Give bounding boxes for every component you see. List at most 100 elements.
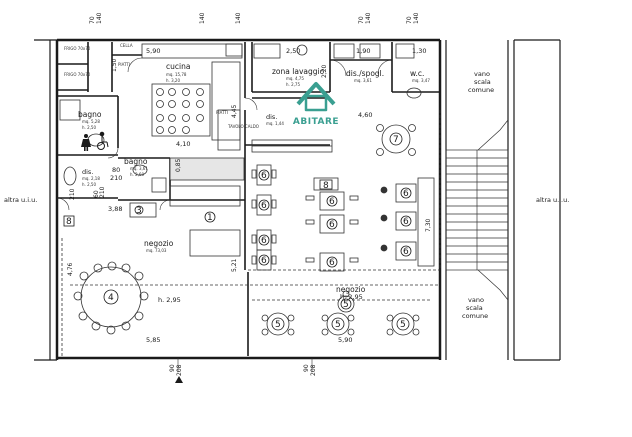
zona-lavaggio-height: h. 2,75 bbox=[286, 82, 300, 87]
room-labels: FRIGO 70x70 FRIGO 70x70 CELLA PIATTI cuc… bbox=[4, 43, 569, 320]
house-logo-icon bbox=[296, 82, 336, 112]
dim-590b: 5,90 bbox=[338, 336, 352, 344]
burner-grid bbox=[156, 88, 204, 134]
table-5a bbox=[266, 312, 290, 336]
cucina-height: h. 3,20 bbox=[166, 78, 180, 83]
fridge-label-2: FRIGO 70x70 bbox=[64, 72, 91, 77]
woman-icon bbox=[81, 134, 91, 151]
dimensions: 70 140 140 140 70 140 70 140 5,90 2,50 1… bbox=[67, 12, 432, 376]
dim-bot-208b: 208 bbox=[310, 364, 317, 376]
chairs-6 bbox=[251, 169, 359, 265]
cucina-area: mq. 15,78 bbox=[166, 72, 187, 77]
table-5d bbox=[391, 312, 415, 336]
table-7 bbox=[381, 124, 411, 154]
dim-top-70a: 70 bbox=[89, 16, 96, 24]
dim-388: 3,88 bbox=[108, 205, 122, 213]
table-6i bbox=[395, 211, 417, 231]
marker-5a: 5 bbox=[275, 320, 281, 330]
watermark-text: ABITARE bbox=[293, 117, 339, 127]
dim-220: 2,20 bbox=[321, 64, 328, 78]
marker-6c: 6 bbox=[261, 236, 267, 246]
door-swings bbox=[56, 57, 393, 211]
dim-210c: 210 bbox=[99, 186, 106, 198]
zona-lavaggio-area: mq. 4,75 bbox=[286, 76, 304, 81]
dim-585: 5,85 bbox=[146, 336, 160, 344]
marker-6e: 6 bbox=[329, 197, 335, 207]
person-icons bbox=[81, 131, 109, 151]
marker-6b: 6 bbox=[261, 201, 267, 211]
table-5b bbox=[326, 312, 350, 336]
marker-5b: 5 bbox=[335, 320, 341, 330]
stairs bbox=[445, 119, 509, 301]
table-6b bbox=[256, 194, 272, 216]
negozio-right-name: negozio bbox=[336, 285, 366, 294]
dim-521: 5,21 bbox=[231, 258, 238, 272]
shop-counters bbox=[169, 139, 333, 257]
marker-6d: 6 bbox=[261, 256, 267, 266]
dim-210b: 210 bbox=[69, 188, 76, 200]
plate-label-1: PIATTI bbox=[118, 62, 130, 67]
marker-3: 3 bbox=[136, 206, 142, 216]
plate-label-2: PIATTI bbox=[216, 110, 228, 115]
dim-top-140a: 140 bbox=[96, 12, 103, 24]
dim-80: 80 bbox=[112, 166, 120, 174]
vano-right-2: scala bbox=[466, 304, 483, 312]
dim-590a: 5,90 bbox=[146, 47, 160, 55]
marker-5d: 5 bbox=[400, 320, 406, 330]
marker-8b: 8 bbox=[66, 217, 72, 227]
dim-210a: 210 bbox=[110, 174, 122, 182]
dim-460: 4,60 bbox=[358, 111, 372, 119]
entrance-arrow-icon bbox=[175, 376, 183, 383]
dis-small-name: dis. bbox=[266, 113, 277, 121]
dim-190: 1,90 bbox=[356, 47, 370, 55]
altra-uiu-right: altra u.i.u. bbox=[536, 196, 569, 204]
table-6a bbox=[256, 164, 272, 186]
dis-spogl-area: mq. 3,61 bbox=[354, 78, 372, 83]
vano-right-3: comune bbox=[462, 312, 488, 320]
marker-numbers: 1 4 5 5 5 5 6 6 6 6 6 6 6 6 6 6 7 8 8 3 bbox=[66, 135, 409, 330]
table-6g bbox=[319, 252, 345, 272]
marker-7: 7 bbox=[393, 135, 399, 145]
vano-left-3: comune bbox=[468, 86, 494, 94]
cucina-name: cucina bbox=[166, 62, 190, 71]
dim-top-70c: 70 bbox=[406, 16, 413, 24]
dim-130: 1,30 bbox=[412, 47, 426, 55]
fridge-label-1: FRIGO 70x70 bbox=[64, 46, 91, 51]
wheelchair-icon bbox=[97, 131, 109, 150]
negozio-left-name: negozio bbox=[144, 239, 174, 248]
table-6f bbox=[319, 214, 345, 234]
marker-6i: 6 bbox=[403, 217, 409, 227]
marker-6j: 6 bbox=[403, 247, 409, 257]
bagno2-area: mq. 3,61 bbox=[130, 166, 148, 171]
dim-bot-90a: 90 bbox=[169, 364, 176, 372]
bagno1-name: bagno bbox=[78, 110, 102, 119]
wc-name: w.c. bbox=[410, 69, 424, 78]
dim-250: 2,50 bbox=[286, 47, 300, 55]
tavolo-label: TAVOLO CALDO bbox=[227, 124, 259, 129]
dim-bot-208a: 208 bbox=[176, 364, 183, 376]
vano-left-2: scala bbox=[474, 78, 491, 86]
markers bbox=[63, 132, 412, 331]
wc-area: mq. 3,47 bbox=[412, 78, 430, 83]
dim-445: 4,45 bbox=[231, 104, 238, 118]
watermark: ABITARE bbox=[293, 82, 339, 127]
altra-uiu-left: altra u.i.u. bbox=[4, 196, 37, 204]
dis-spogl-name: dis./spogl. bbox=[346, 69, 384, 78]
table-6h bbox=[395, 183, 417, 203]
marker-6g: 6 bbox=[329, 258, 335, 268]
negozio-left-area: mq. 73,03 bbox=[146, 248, 167, 253]
dim-085: 0,85 bbox=[175, 158, 182, 172]
marker-1: 1 bbox=[207, 213, 213, 223]
dis-left-name: dis. bbox=[82, 168, 93, 176]
table-5c bbox=[337, 295, 355, 313]
dim-150: 1,50 bbox=[111, 58, 118, 72]
dim-top-140b: 140 bbox=[199, 12, 206, 24]
cella-label: CELLA bbox=[120, 43, 133, 48]
table-6j bbox=[395, 241, 417, 261]
partitions bbox=[57, 42, 440, 356]
dim-bot-90b: 90 bbox=[303, 364, 310, 372]
dim-730: 7,30 bbox=[425, 218, 432, 232]
table-6e bbox=[319, 191, 345, 211]
dim-top-140e: 140 bbox=[413, 12, 420, 24]
